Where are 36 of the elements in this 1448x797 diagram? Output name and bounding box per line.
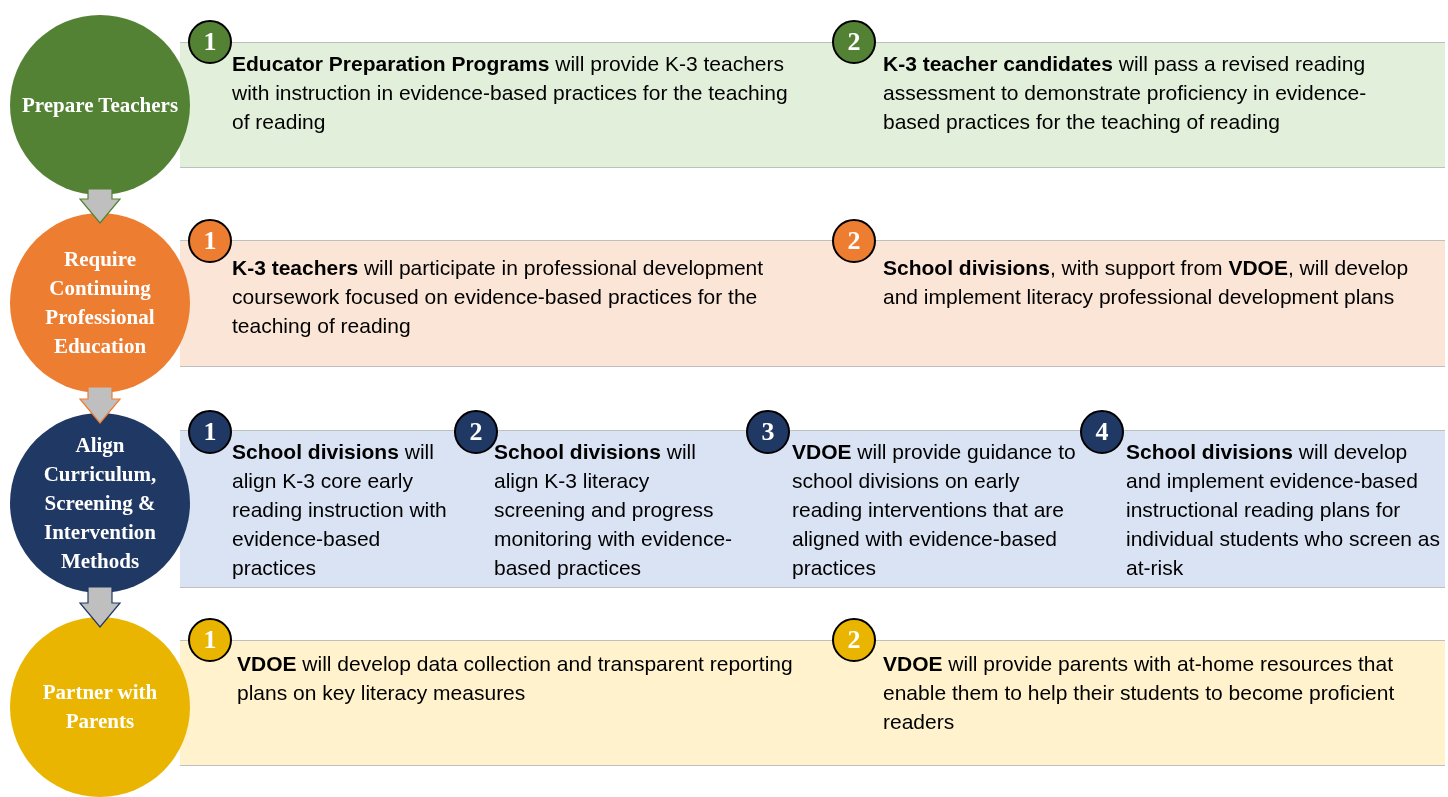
step-number: 1 <box>203 627 217 653</box>
step-number: 2 <box>847 627 861 653</box>
step-text: VDOE will provide guidance to school divisions on early reading interventions that are aligned with evidence-based practices <box>792 439 1076 581</box>
stage-title: Partner with Parents <box>41 679 159 735</box>
step-text: K-3 teacher candidates will pass a revised reading assessment to demonstrate proficiency in evidence-based practices for the teaching of reading <box>883 51 1368 135</box>
step-text: K-3 teachers will participate in professional development coursework focused on evidence-based practices for the teaching of reading <box>232 255 765 339</box>
number-badge <box>188 219 232 263</box>
step-text: Educator Preparation Programs will provide K-3 teachers with instruction in evidence-based practices for the teaching of reading <box>232 51 789 135</box>
number-badge <box>832 219 876 263</box>
step-number: 2 <box>847 29 861 55</box>
step-number: 2 <box>469 419 483 445</box>
step-text: VDOE will develop data collection and transparent reporting plans on key literacy measures <box>237 651 794 706</box>
number-badge <box>746 410 790 454</box>
step-number: 1 <box>203 228 217 254</box>
number-badge <box>188 20 232 64</box>
step-text: School divisions will develop and implement evidence-based instructional reading plans for individual students who screen as at-risk <box>1126 439 1441 581</box>
step-text: School divisions will align K-3 literacy screening and progress monitoring with evidence-based practices <box>494 439 734 581</box>
number-badge <box>832 618 876 662</box>
step-text: VDOE will provide parents with at-home resources that enable them to help their students to become proficient readers <box>883 651 1396 735</box>
number-badge <box>1080 410 1124 454</box>
step-text: School divisions, with support from VDOE, will develop and implement literacy professional development plans <box>883 255 1410 310</box>
number-badge <box>188 618 232 662</box>
block-arrow <box>78 188 122 224</box>
step-number: 2 <box>847 228 861 254</box>
step-number: 1 <box>203 419 217 445</box>
step-number: 4 <box>1095 419 1109 445</box>
stage-title: Align Curriculum, Screening & Intervention Methods <box>42 431 158 575</box>
block-arrow <box>78 586 122 628</box>
step-number: 3 <box>761 419 775 445</box>
block-arrow <box>78 386 122 424</box>
stage-title: Require Continuing Professional Education <box>44 246 156 360</box>
stage-title: Prepare Teachers <box>20 91 180 119</box>
number-badge <box>188 410 232 454</box>
step-text: School divisions will align K-3 core early reading instruction with evidence-based practices <box>232 439 448 581</box>
step-number: 1 <box>203 29 217 55</box>
number-badge <box>832 20 876 64</box>
